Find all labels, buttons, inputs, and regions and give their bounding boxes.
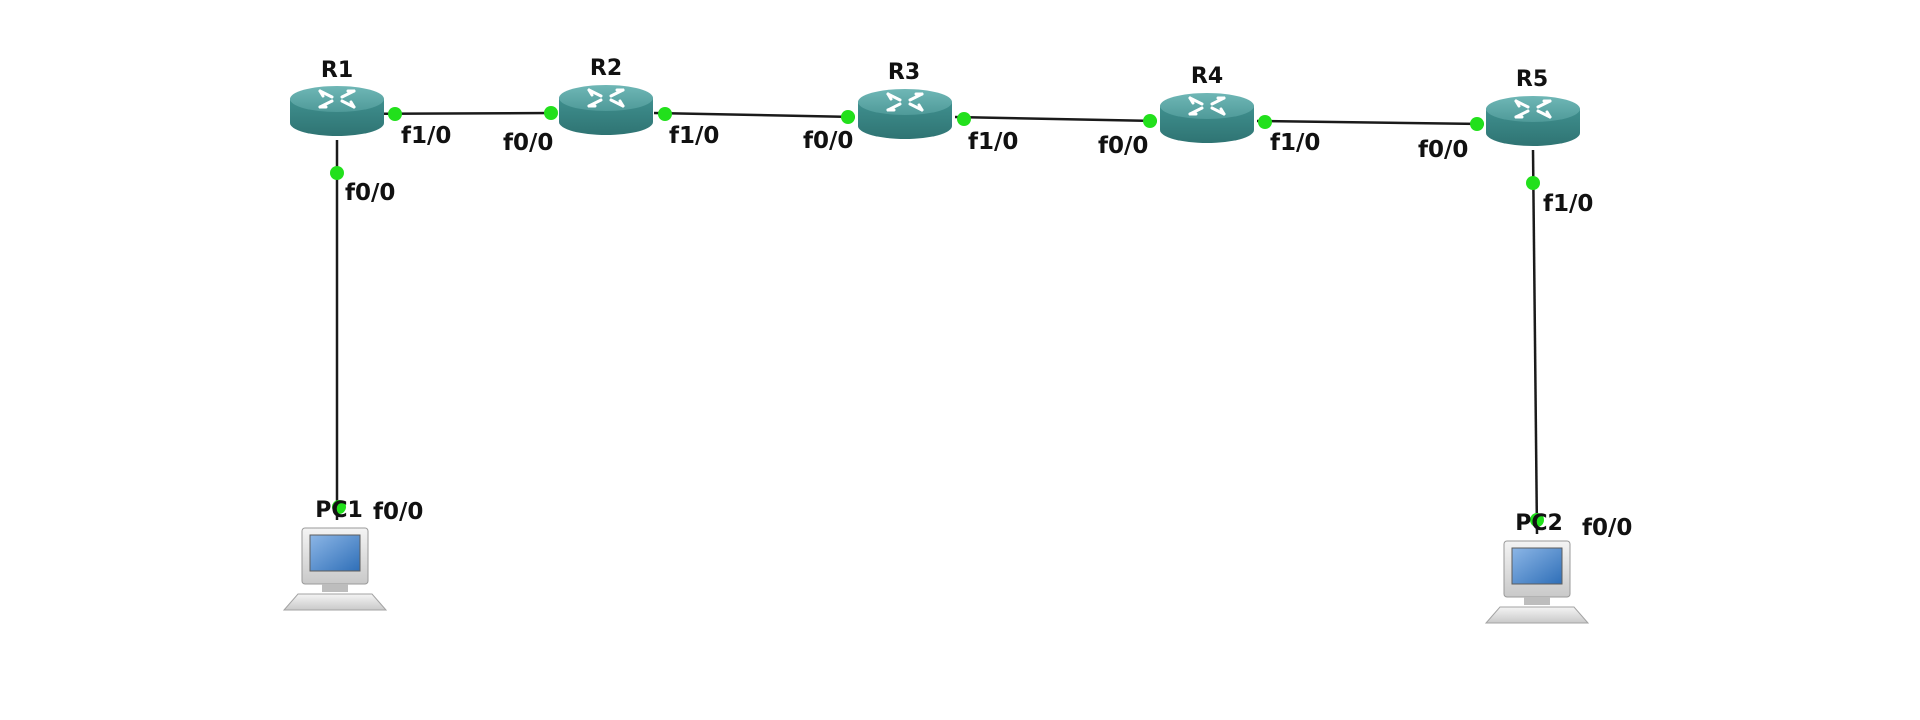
router-r5[interactable]: [1486, 96, 1580, 146]
router-icon: [1160, 93, 1254, 143]
device-label-r3: R3: [888, 60, 920, 85]
computer-icon: [282, 527, 388, 611]
port-dots: [330, 106, 1544, 527]
device-label-r5: R5: [1516, 67, 1548, 92]
port-label-r4-f0-0: f0/0: [1098, 133, 1148, 159]
port-label-r4-f1-0: f1/0: [1270, 130, 1320, 156]
router-r2[interactable]: [559, 85, 653, 135]
link-r5-pc2[interactable]: [1531, 149, 1539, 535]
computer-icon: [1484, 540, 1590, 624]
port-dot-pc1-f0-0: [332, 500, 346, 514]
port-dot-r4-f0-0: [1143, 114, 1157, 128]
router-icon: [1486, 96, 1580, 146]
device-labels: R1 R2 R3 R4 R5 PC1 PC2: [315, 56, 1563, 536]
link-r4-r5[interactable]: [1256, 119, 1485, 126]
port-dot-r3-f0-0: [841, 110, 855, 124]
port-label-r2-f1-0: f1/0: [669, 123, 719, 149]
device-label-r4: R4: [1191, 64, 1223, 89]
device-label-pc1: PC1: [315, 498, 363, 523]
port-dot-r2-f1-0: [658, 107, 672, 121]
port-label-r3-f1-0: f1/0: [968, 129, 1018, 155]
port-dot-r4-f1-0: [1258, 115, 1272, 129]
router-r1[interactable]: [290, 86, 384, 136]
pc-pc2[interactable]: [1484, 540, 1590, 624]
port-label-pc2-f0-0: f0/0: [1582, 515, 1632, 541]
router-icon: [858, 89, 952, 139]
router-icon: [559, 85, 653, 135]
port-label-r5-f0-0: f0/0: [1418, 137, 1468, 163]
port-label-r1-f1-0: f1/0: [401, 123, 451, 149]
router-r4[interactable]: [1160, 93, 1254, 143]
port-dot-r5-f1-0: [1526, 176, 1540, 190]
device-label-r1: R1: [321, 58, 353, 83]
port-labels: f1/0 f0/0 f1/0 f0/0 f1/0 f0/0 f1/0 f0/0 …: [345, 123, 1632, 541]
port-label-r5-f1-0: f1/0: [1543, 191, 1593, 217]
device-label-pc2: PC2: [1515, 511, 1563, 536]
device-label-r2: R2: [590, 56, 622, 81]
port-dot-r1-f1-0: [388, 107, 402, 121]
port-label-r1-f0-0: f0/0: [345, 180, 395, 206]
link-r3-r4[interactable]: [954, 115, 1158, 123]
link-r2-r3[interactable]: [653, 111, 856, 119]
port-label-r3-f0-0: f0/0: [803, 128, 853, 154]
port-dot-r2-f0-0: [544, 106, 558, 120]
port-dot-r1-f0-0: [330, 166, 344, 180]
port-dot-r5-f0-0: [1470, 117, 1484, 131]
port-label-pc1-f0-0: f0/0: [373, 499, 423, 525]
port-label-r2-f0-0: f0/0: [503, 130, 553, 156]
pc-pc1[interactable]: [282, 527, 388, 611]
router-icon: [290, 86, 384, 136]
links-layer: [335, 111, 1539, 535]
port-dot-r3-f1-0: [957, 112, 971, 126]
port-dot-pc2-f0-0: [1530, 513, 1544, 527]
router-r3[interactable]: [858, 89, 952, 139]
